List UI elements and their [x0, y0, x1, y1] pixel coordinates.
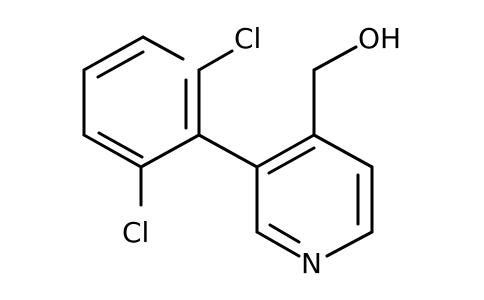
bond-py-c4-c5 — [312, 133, 374, 169]
double-bond-py-c3-c4 — [267, 146, 316, 175]
double-bond-c2-c3 — [96, 50, 145, 79]
pyridine-ring — [255, 133, 374, 258]
bond-c5-c6 — [139, 133, 201, 169]
bond-py-c6-n — [325, 230, 374, 258]
atom-label-nitrogen: N — [301, 247, 322, 280]
benzene-ring — [82, 35, 201, 169]
bond-ch2-o — [312, 45, 358, 72]
double-bond-py-n-c2 — [268, 223, 301, 244]
bond-c2-c3 — [82, 35, 145, 72]
double-bond-c4-c5 — [97, 131, 144, 159]
bond-biaryl — [197, 133, 259, 169]
bond-py-c3-c4 — [255, 133, 316, 169]
atom-label-hydroxyl: OH — [358, 22, 401, 55]
bond-c1-c2 — [141, 35, 185, 61]
bond-py-n-c2 — [255, 230, 301, 258]
bond-c1-cl-top — [197, 49, 234, 72]
atom-label-cl-top: Cl — [234, 22, 261, 55]
bond-c4-c5 — [82, 133, 143, 169]
atom-label-cl-bottom: Cl — [122, 216, 149, 249]
